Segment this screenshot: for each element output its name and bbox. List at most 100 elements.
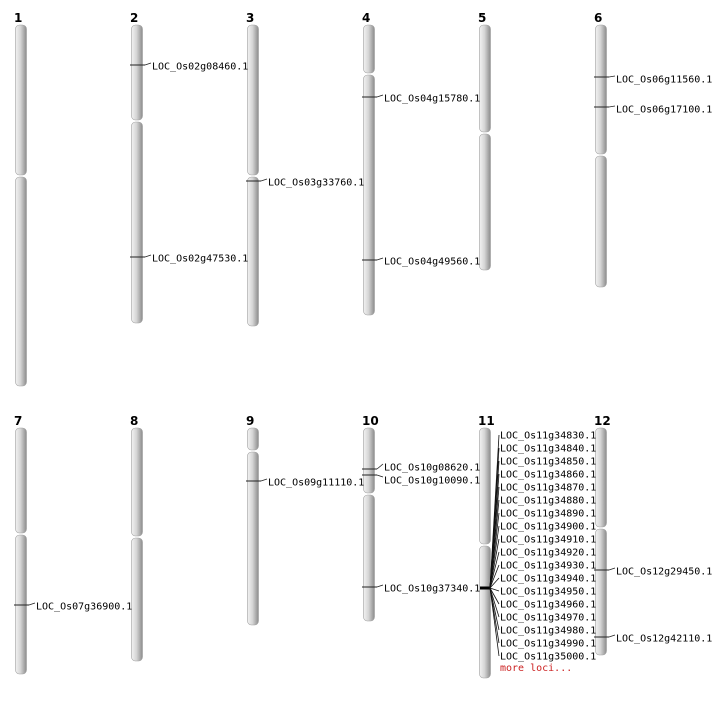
- chromosome-11-upper-arm[interactable]: [479, 427, 491, 545]
- chromosome-12-upper-arm[interactable]: [595, 427, 607, 528]
- locus-label[interactable]: LOC_Os11g34920.1: [500, 548, 596, 559]
- locus-label[interactable]: LOC_Os04g49560.1: [384, 257, 480, 268]
- locus-marker[interactable]: LOC_Os02g08460.1: [130, 62, 248, 73]
- chromosome-1-upper-arm[interactable]: [15, 24, 27, 176]
- chromosome-label-7: 7: [14, 414, 22, 428]
- locus-marker[interactable]: LOC_Os10g10090.1: [362, 474, 480, 487]
- locus-label[interactable]: LOC_Os02g47530.1: [152, 254, 248, 265]
- locus-marker[interactable]: LOC_Os06g17100.1: [594, 105, 712, 116]
- locus-label[interactable]: LOC_Os11g34900.1: [500, 522, 596, 533]
- chromosome-8-lower-arm[interactable]: [131, 537, 143, 662]
- chromosome-10[interactable]: 10: [362, 414, 379, 622]
- chromosome-3[interactable]: 3: [246, 11, 259, 327]
- locus-label[interactable]: LOC_Os11g34860.1: [500, 470, 596, 481]
- chromosome-4[interactable]: 4: [362, 11, 375, 316]
- locus-marker[interactable]: LOC_Os11g34910.1: [489, 535, 596, 589]
- locus-label[interactable]: LOC_Os06g11560.1: [616, 75, 712, 86]
- chromosome-5-upper-arm[interactable]: [479, 24, 491, 133]
- locus-label[interactable]: LOC_Os11g34840.1: [500, 444, 596, 455]
- chromosome-1[interactable]: 1: [14, 11, 27, 387]
- more-loci-link[interactable]: more loci...: [500, 663, 572, 674]
- locus-marker[interactable]: LOC_Os04g15780.1: [362, 94, 480, 105]
- chromosome-10-upper-arm[interactable]: [363, 427, 375, 494]
- locus-label[interactable]: LOC_Os07g36900.1: [36, 602, 132, 613]
- chromosome-12-lower-arm[interactable]: [595, 528, 607, 656]
- locus-marker[interactable]: LOC_Os11g34940.1: [489, 574, 596, 589]
- chromosome-2[interactable]: 2: [130, 11, 143, 324]
- chromosome-7-upper-arm[interactable]: [15, 427, 27, 534]
- locus-label[interactable]: LOC_Os11g34880.1: [500, 496, 596, 507]
- locus-label[interactable]: LOC_Os10g08620.1: [384, 463, 480, 474]
- locus-connector: [376, 257, 384, 261]
- locus-label[interactable]: LOC_Os11g34970.1: [500, 613, 596, 624]
- chromosome-9[interactable]: 9: [246, 414, 259, 626]
- chromosome-7[interactable]: 7: [14, 414, 27, 675]
- chromosome-label-8: 8: [130, 414, 138, 428]
- chromosome-4-lower-arm[interactable]: [363, 74, 375, 316]
- locus-marker[interactable]: LOC_Os11g35000.1: [489, 587, 596, 663]
- locus-label[interactable]: LOC_Os09g11110.1: [268, 478, 364, 489]
- locus-label[interactable]: LOC_Os11g34830.1: [500, 431, 596, 442]
- chromosome-2-lower-arm[interactable]: [131, 121, 143, 324]
- chromosome-5-lower-arm[interactable]: [479, 133, 491, 271]
- chromosome-6-lower-arm[interactable]: [595, 155, 607, 288]
- locus-marker[interactable]: LOC_Os11g34950.1: [489, 587, 596, 598]
- chromosome-11[interactable]: 11: [478, 414, 495, 679]
- chromosome-8-upper-arm[interactable]: [131, 427, 143, 537]
- chromosome-label-1: 1: [14, 11, 22, 25]
- chromosome-label-9: 9: [246, 414, 254, 428]
- locus-label[interactable]: LOC_Os02g08460.1: [152, 62, 248, 73]
- locus-marker[interactable]: LOC_Os11g34960.1: [489, 587, 596, 611]
- locus-label[interactable]: LOC_Os11g34890.1: [500, 509, 596, 520]
- chromosome-6-upper-arm[interactable]: [595, 24, 607, 155]
- locus-marker[interactable]: LOC_Os04g49560.1: [362, 257, 480, 268]
- locus-marker[interactable]: LOC_Os10g37340.1: [362, 584, 480, 595]
- chromosome-5[interactable]: 5: [478, 11, 491, 271]
- locus-label[interactable]: LOC_Os11g34870.1: [500, 483, 596, 494]
- locus-label[interactable]: LOC_Os12g29450.1: [616, 567, 712, 578]
- locus-label[interactable]: LOC_Os11g35000.1: [500, 652, 596, 663]
- locus-label[interactable]: LOC_Os11g34940.1: [500, 574, 596, 585]
- chromosome-11-lower-arm[interactable]: [479, 545, 491, 679]
- chromosome-3-upper-arm[interactable]: [247, 24, 259, 176]
- locus-label[interactable]: LOC_Os11g34910.1: [500, 535, 596, 546]
- locus-label[interactable]: LOC_Os11g34950.1: [500, 587, 596, 598]
- locus-marker[interactable]: LOC_Os10g08620.1: [362, 463, 480, 474]
- locus-connector: [144, 254, 152, 258]
- locus-label[interactable]: LOC_Os12g42110.1: [616, 634, 712, 645]
- locus-marker[interactable]: LOC_Os03g33760.1: [246, 178, 364, 189]
- chromosome-6[interactable]: 6: [594, 11, 607, 288]
- locus-label[interactable]: LOC_Os04g15780.1: [384, 94, 480, 105]
- chromosome-9-lower-arm[interactable]: [247, 451, 259, 626]
- locus-label[interactable]: LOC_Os06g17100.1: [616, 105, 712, 116]
- chromosome-label-10: 10: [362, 414, 379, 428]
- chromosome-1-lower-arm[interactable]: [15, 176, 27, 387]
- chromosome-2-upper-arm[interactable]: [131, 24, 143, 121]
- locus-marker[interactable]: LOC_Os02g47530.1: [130, 254, 248, 265]
- chromosome-3-lower-arm[interactable]: [247, 176, 259, 327]
- chromosome-8[interactable]: 8: [130, 414, 143, 662]
- locus-marker[interactable]: LOC_Os11g34920.1: [489, 548, 596, 589]
- locus-connector: [28, 602, 36, 606]
- locus-marker[interactable]: LOC_Os11g34930.1: [489, 561, 596, 589]
- locus-label[interactable]: LOC_Os11g34980.1: [500, 626, 596, 637]
- chromosome-9-upper-arm[interactable]: [247, 427, 259, 451]
- chromosome-4-upper-arm[interactable]: [363, 24, 375, 74]
- locus-label[interactable]: LOC_Os03g33760.1: [268, 178, 364, 189]
- locus-marker[interactable]: LOC_Os11g34970.1: [489, 587, 596, 624]
- locus-marker[interactable]: LOC_Os09g11110.1: [246, 478, 364, 489]
- locus-marker[interactable]: LOC_Os12g29450.1: [594, 567, 712, 578]
- locus-label[interactable]: LOC_Os11g34960.1: [500, 600, 596, 611]
- locus-label[interactable]: LOC_Os11g34850.1: [500, 457, 596, 468]
- chromosome-label-3: 3: [246, 11, 254, 25]
- locus-label[interactable]: LOC_Os10g37340.1: [384, 584, 480, 595]
- locus-label[interactable]: LOC_Os10g10090.1: [384, 476, 480, 487]
- locus-label[interactable]: LOC_Os11g34990.1: [500, 639, 596, 650]
- chromosome-10-lower-arm[interactable]: [363, 494, 375, 622]
- locus-label[interactable]: LOC_Os11g34930.1: [500, 561, 596, 572]
- locus-marker[interactable]: LOC_Os12g42110.1: [594, 634, 712, 645]
- locus-marker[interactable]: LOC_Os07g36900.1: [14, 602, 132, 613]
- chromosome-12[interactable]: 12: [594, 414, 611, 656]
- locus-marker[interactable]: LOC_Os06g11560.1: [594, 75, 712, 86]
